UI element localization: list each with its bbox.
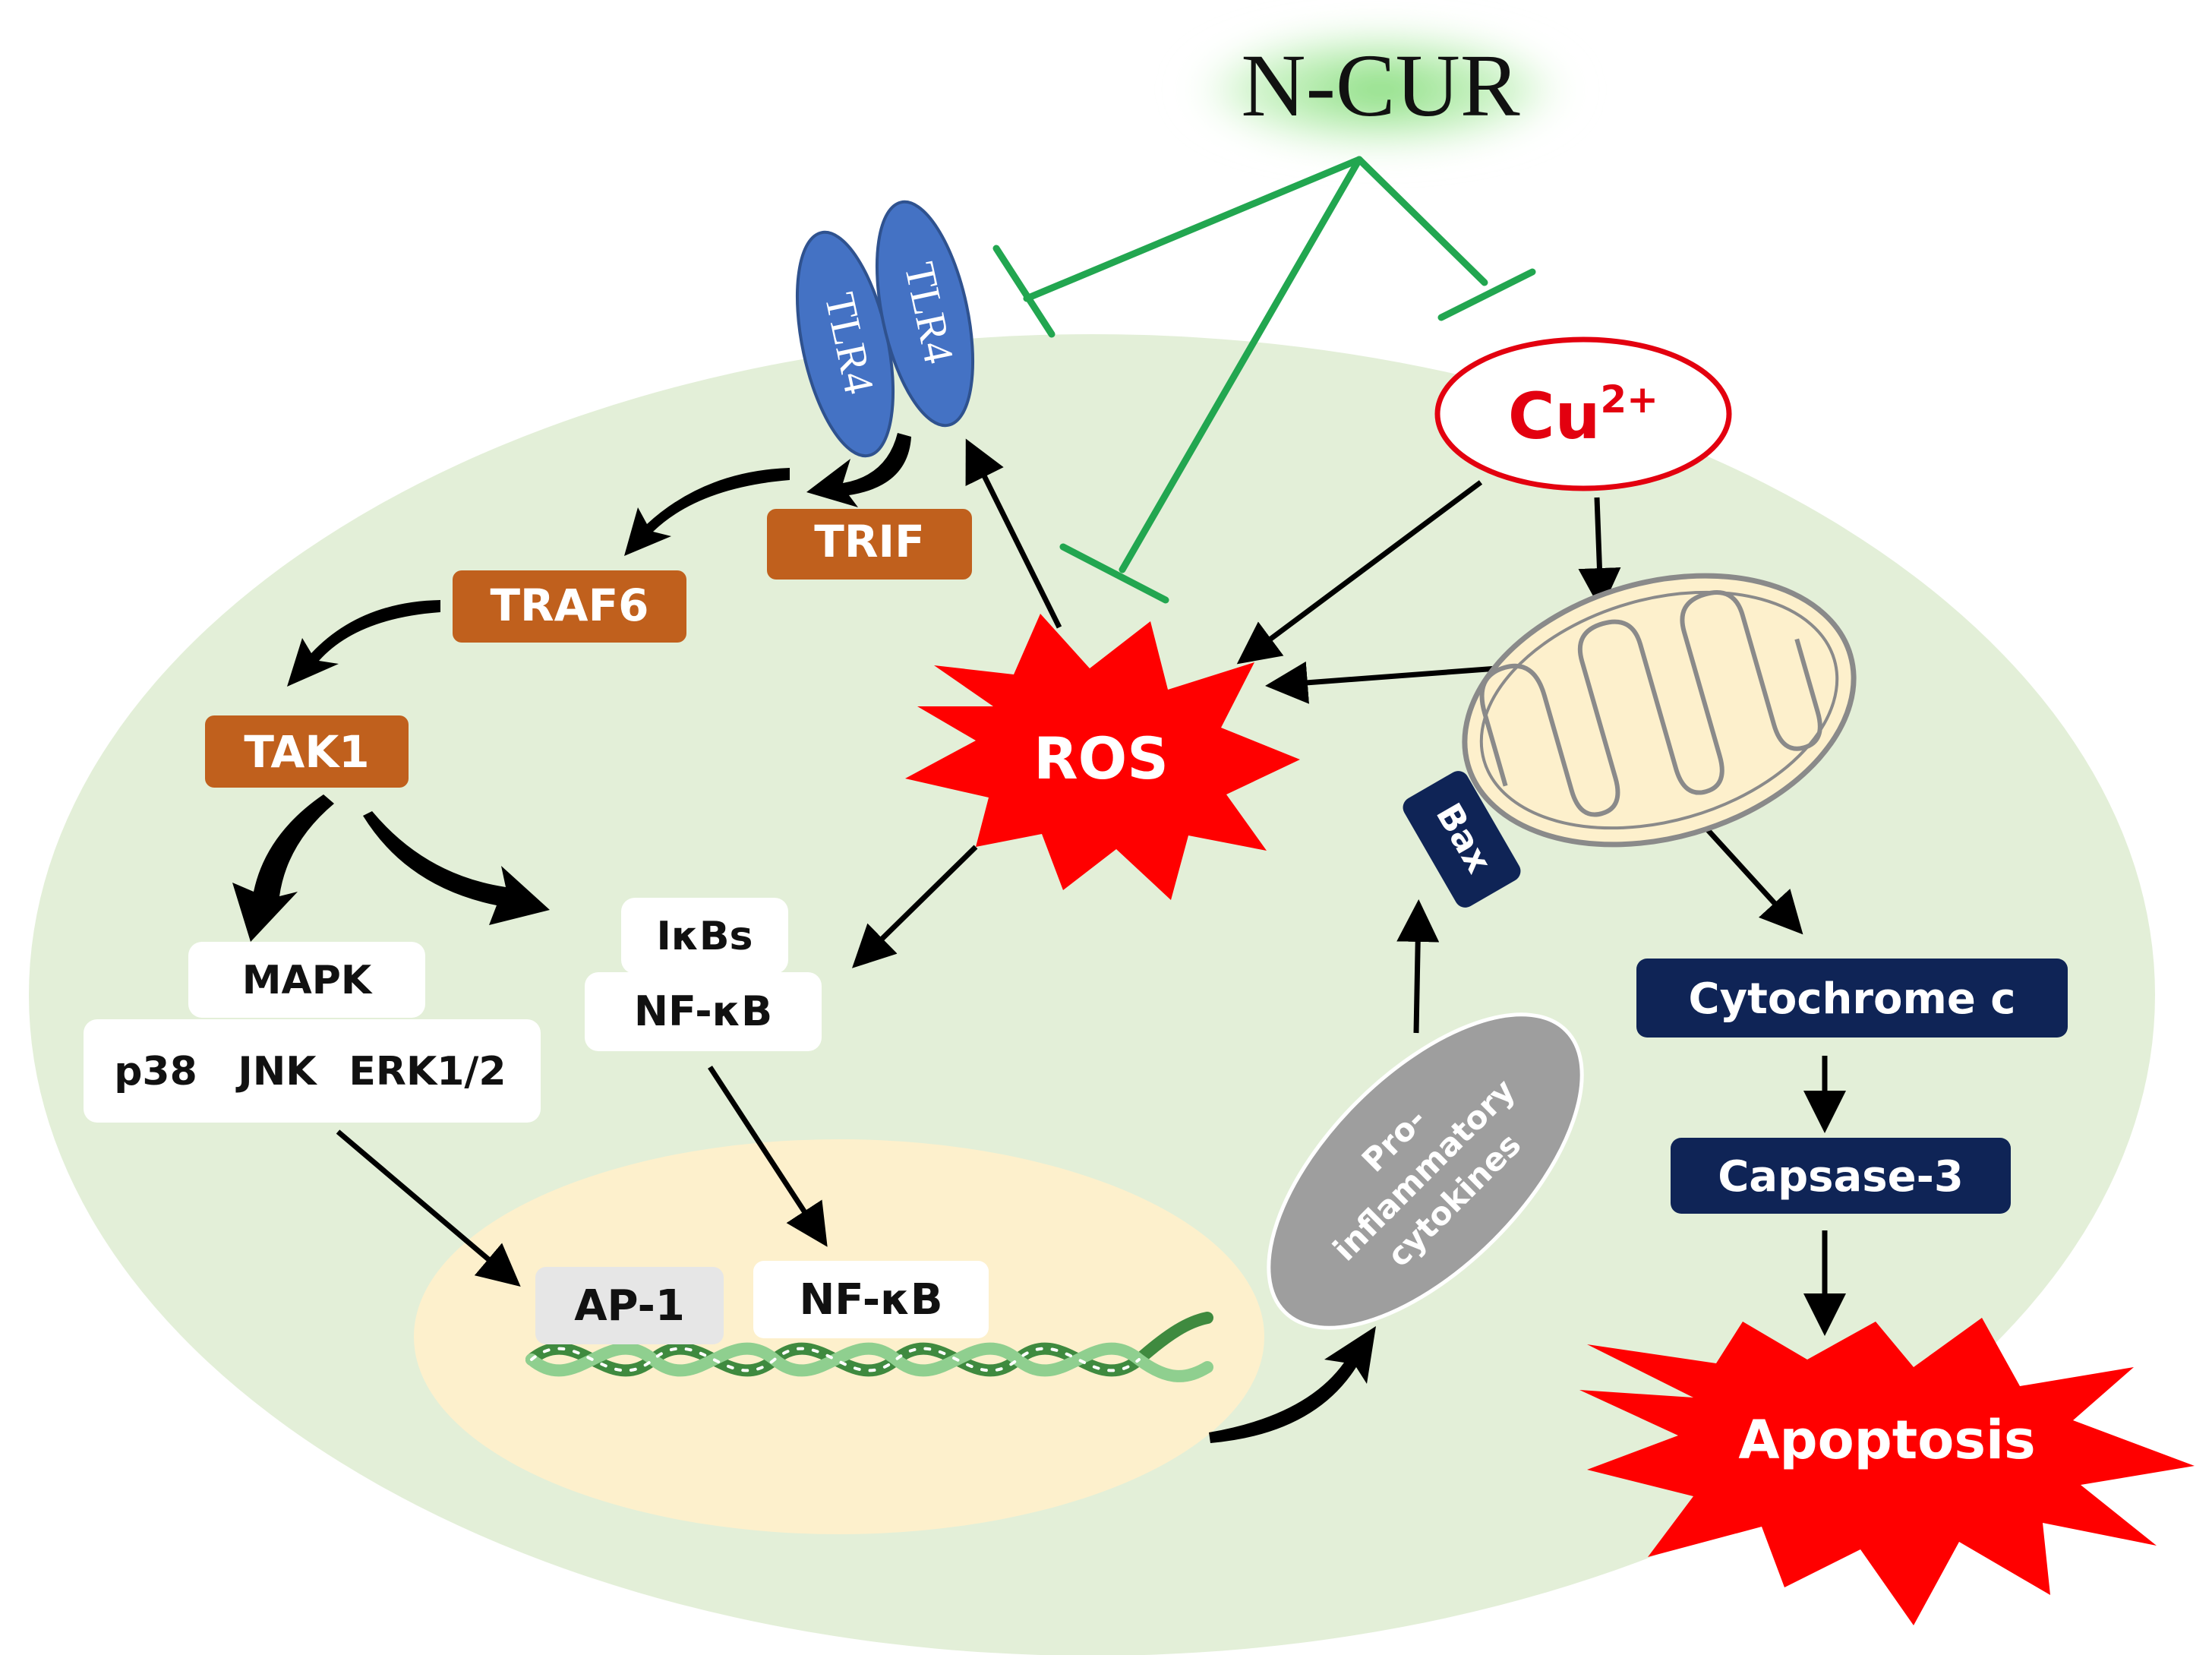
traf6-label: TRAF6 bbox=[490, 580, 648, 631]
tlr4-receptor-b: TLR4 bbox=[875, 200, 975, 428]
nfkb-cyto-box bbox=[585, 972, 822, 1051]
inhibit-bar-ros bbox=[1059, 543, 1169, 604]
mapk-subunits-box bbox=[84, 1019, 541, 1123]
trif-box bbox=[767, 509, 972, 580]
caspase-label: Capsase-3 bbox=[1718, 1152, 1964, 1202]
inhibit-line-cu bbox=[1355, 156, 1488, 286]
mito-cristae bbox=[1479, 590, 1822, 817]
curved-arrow-tlr4-trif bbox=[806, 433, 911, 507]
ncur-glow bbox=[1179, 23, 1582, 156]
cytochrome-box bbox=[1636, 959, 2068, 1038]
ros-label: ROS bbox=[1033, 725, 1169, 792]
ros-star bbox=[905, 614, 1300, 900]
cu-symbol: Cu bbox=[1508, 379, 1600, 453]
curved-arrow-traf6-tak1 bbox=[287, 600, 440, 687]
cu-charge: 2+ bbox=[1600, 377, 1658, 422]
mapk-label: MAPK bbox=[242, 958, 373, 1003]
inhibit-line-ros bbox=[1119, 156, 1363, 573]
ncur-label: N-CUR bbox=[1241, 36, 1519, 135]
nfkb-nuc-label: NF-κB bbox=[799, 1275, 942, 1325]
inhibit-bar-tlr4 bbox=[992, 245, 1056, 338]
p38-label: p38 bbox=[114, 1049, 197, 1094]
arrow-ros-tlr4 bbox=[965, 438, 1062, 629]
cytokines-ellipse: Pro- inflammatory cytokines bbox=[1267, 1012, 1584, 1330]
cu-label: Cu2+ bbox=[1508, 377, 1658, 453]
curved-arrow-tak1-mapk bbox=[232, 794, 334, 942]
tak1-label: TAK1 bbox=[244, 726, 369, 778]
jnk-label: JNK bbox=[235, 1049, 317, 1094]
curved-arrow-trif-traf6 bbox=[624, 468, 790, 556]
inhibit-line-tlr4 bbox=[1023, 156, 1363, 302]
nfkb-cyto-label: NF-κB bbox=[634, 987, 772, 1035]
ap1-label: AP-1 bbox=[574, 1281, 685, 1331]
arrow-ros-nfkb bbox=[852, 845, 978, 968]
curved-arrow-dna-cytokines bbox=[1209, 1326, 1376, 1443]
ikbs-label: IκBs bbox=[657, 914, 753, 959]
straight-arrows bbox=[336, 438, 1846, 1336]
trif-label: TRIF bbox=[814, 516, 924, 567]
apoptosis-star bbox=[1579, 1318, 2195, 1625]
dna-helix bbox=[525, 1312, 1213, 1382]
caspase-box bbox=[1671, 1138, 2011, 1214]
arrow-mito-ros bbox=[1265, 661, 1498, 704]
ncur-inhibition-lines bbox=[992, 156, 1536, 604]
traf6-box bbox=[453, 570, 686, 643]
cu-ring bbox=[1434, 336, 1732, 491]
apoptosis-label: Apoptosis bbox=[1738, 1409, 2035, 1471]
ap1-box bbox=[535, 1267, 724, 1344]
ikbs-box bbox=[621, 898, 788, 974]
tlr4-receptor-a: TLR4 bbox=[795, 230, 895, 458]
arrow-cytokines-bax bbox=[1396, 899, 1440, 1034]
arrow-cu-ros bbox=[1236, 480, 1483, 665]
arrow-mapk-ap1 bbox=[336, 1129, 521, 1287]
curved-arrows bbox=[232, 433, 1376, 1443]
erk-label: ERK1/2 bbox=[349, 1049, 506, 1094]
curved-arrow-tak1-ikbs bbox=[363, 811, 550, 925]
arrow-cu-mito bbox=[1578, 497, 1621, 611]
nfkb-nuc-box bbox=[753, 1261, 989, 1338]
mitochondrion bbox=[1462, 573, 1857, 848]
arrow-nfkb-nucleus bbox=[708, 1066, 828, 1247]
cytochrome-label: Cytochrome c bbox=[1688, 974, 2015, 1024]
mapk-box bbox=[188, 942, 425, 1018]
inhibit-bar-cu bbox=[1437, 268, 1536, 321]
tak1-box bbox=[205, 715, 409, 788]
